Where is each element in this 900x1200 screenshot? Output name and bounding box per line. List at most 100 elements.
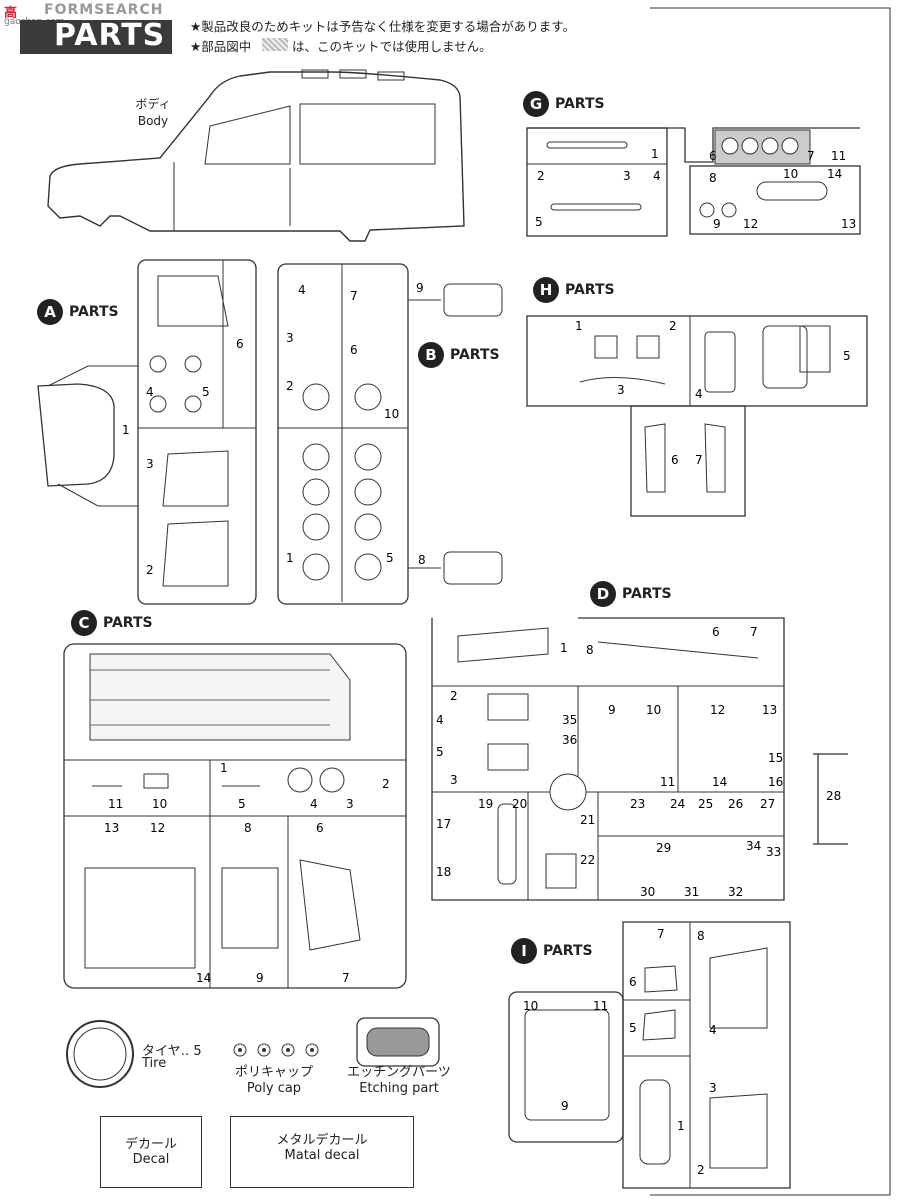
svg-text:4: 4 bbox=[146, 385, 154, 399]
page-title: PARTS bbox=[54, 18, 166, 53]
svg-text:6: 6 bbox=[709, 149, 717, 163]
header-bar bbox=[20, 20, 172, 54]
svg-text:14: 14 bbox=[196, 971, 211, 985]
etching-label-jp: エッチングパーツ bbox=[347, 1065, 451, 1080]
brand-logo-mark: 高 bbox=[4, 6, 18, 21]
svg-text:32: 32 bbox=[728, 885, 743, 899]
metal-decal-label-jp: メタルデカール bbox=[276, 1133, 368, 1148]
svg-text:9: 9 bbox=[561, 1099, 569, 1113]
section-i-label: I PARTS bbox=[511, 938, 593, 964]
svg-text:24: 24 bbox=[670, 797, 685, 811]
svg-text:3: 3 bbox=[146, 457, 154, 471]
svg-text:3: 3 bbox=[617, 383, 625, 397]
tire-drawing bbox=[66, 1020, 134, 1088]
svg-text:12: 12 bbox=[710, 703, 725, 717]
svg-text:17: 17 bbox=[436, 817, 451, 831]
svg-text:25: 25 bbox=[698, 797, 713, 811]
svg-text:10: 10 bbox=[783, 167, 798, 181]
svg-text:9: 9 bbox=[608, 703, 616, 717]
section-a-title: PARTS bbox=[69, 304, 119, 320]
unused-part-swatch bbox=[262, 38, 288, 51]
svg-text:7: 7 bbox=[807, 149, 815, 163]
svg-text:31: 31 bbox=[684, 885, 699, 899]
svg-text:7: 7 bbox=[350, 289, 358, 303]
section-c-title: PARTS bbox=[103, 615, 153, 631]
svg-text:5: 5 bbox=[535, 215, 543, 229]
svg-text:5: 5 bbox=[202, 385, 210, 399]
section-c-badge: C bbox=[71, 610, 97, 636]
svg-text:8: 8 bbox=[418, 553, 426, 567]
svg-text:7: 7 bbox=[342, 971, 350, 985]
section-g-title: PARTS bbox=[555, 96, 605, 112]
svg-text:1: 1 bbox=[286, 551, 294, 565]
svg-text:11: 11 bbox=[831, 149, 846, 163]
section-g-badge: G bbox=[523, 91, 549, 117]
svg-text:30: 30 bbox=[640, 885, 655, 899]
svg-text:2: 2 bbox=[382, 777, 390, 791]
svg-text:1: 1 bbox=[651, 147, 659, 161]
svg-text:5: 5 bbox=[843, 349, 851, 363]
svg-text:2: 2 bbox=[537, 169, 545, 183]
svg-text:5: 5 bbox=[386, 551, 394, 565]
body-label-en: Body bbox=[137, 114, 169, 128]
svg-text:36: 36 bbox=[562, 733, 577, 747]
metal-decal-label-en: Matal decal bbox=[284, 1148, 360, 1163]
svg-text:20: 20 bbox=[512, 797, 527, 811]
svg-text:28: 28 bbox=[826, 789, 841, 803]
tire-label-en: Tire bbox=[142, 1056, 167, 1071]
svg-text:5: 5 bbox=[238, 797, 246, 811]
svg-text:4: 4 bbox=[310, 797, 318, 811]
svg-text:19: 19 bbox=[478, 797, 493, 811]
svg-text:15: 15 bbox=[768, 751, 783, 765]
poly-cap-drawing bbox=[233, 1043, 319, 1057]
svg-text:9: 9 bbox=[256, 971, 264, 985]
section-h-label: H PARTS bbox=[533, 277, 615, 303]
svg-text:2: 2 bbox=[669, 319, 677, 333]
section-i-badge: I bbox=[511, 938, 537, 964]
etching-part-drawing bbox=[356, 1017, 440, 1067]
svg-text:13: 13 bbox=[104, 821, 119, 835]
svg-text:27: 27 bbox=[760, 797, 775, 811]
svg-text:9: 9 bbox=[416, 281, 424, 295]
poly-cap-label-jp: ポリキャップ bbox=[234, 1065, 313, 1080]
svg-text:4: 4 bbox=[436, 713, 444, 727]
svg-text:8: 8 bbox=[244, 821, 252, 835]
svg-text:3: 3 bbox=[450, 773, 458, 787]
svg-text:5: 5 bbox=[436, 745, 444, 759]
svg-text:1: 1 bbox=[575, 319, 583, 333]
section-h-badge: H bbox=[533, 277, 559, 303]
svg-text:10: 10 bbox=[152, 797, 167, 811]
svg-text:18: 18 bbox=[436, 865, 451, 879]
svg-text:7: 7 bbox=[695, 453, 703, 467]
svg-text:23: 23 bbox=[630, 797, 645, 811]
svg-text:34: 34 bbox=[746, 839, 761, 853]
svg-text:6: 6 bbox=[712, 625, 720, 639]
svg-text:3: 3 bbox=[286, 331, 294, 345]
svg-text:2: 2 bbox=[450, 689, 458, 703]
decal-label-jp: デカール bbox=[124, 1137, 177, 1152]
svg-text:9: 9 bbox=[713, 217, 721, 231]
svg-text:12: 12 bbox=[743, 217, 758, 231]
svg-text:3: 3 bbox=[346, 797, 354, 811]
section-b-title: PARTS bbox=[450, 347, 500, 363]
note-line-2-prefix: ★部品図中 bbox=[190, 39, 252, 54]
svg-text:3: 3 bbox=[623, 169, 631, 183]
svg-text:8: 8 bbox=[586, 643, 594, 657]
poly-cap-label-en: Poly cap bbox=[246, 1081, 302, 1096]
svg-text:29: 29 bbox=[656, 841, 671, 855]
svg-text:35: 35 bbox=[562, 713, 577, 727]
svg-text:22: 22 bbox=[580, 853, 595, 867]
svg-text:7: 7 bbox=[750, 625, 758, 639]
section-d-badge: D bbox=[590, 581, 616, 607]
section-b-label: B PARTS bbox=[418, 342, 500, 368]
section-h-title: PARTS bbox=[565, 282, 615, 298]
svg-text:11: 11 bbox=[108, 797, 123, 811]
svg-text:8: 8 bbox=[697, 929, 705, 943]
svg-text:1: 1 bbox=[677, 1119, 685, 1133]
